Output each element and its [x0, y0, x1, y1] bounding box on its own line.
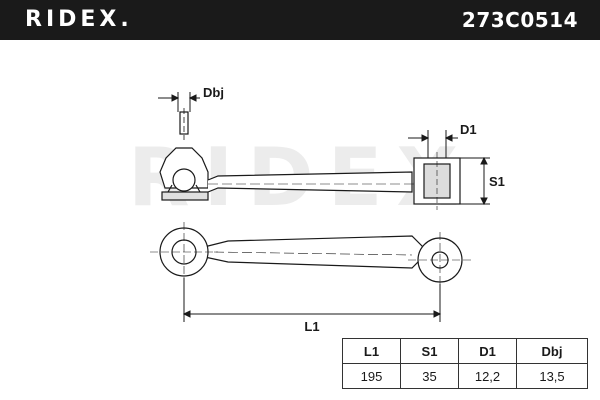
d1-value: 12,2 [458, 363, 517, 389]
dbj-value: 13,5 [516, 363, 588, 389]
l1-value: 195 [342, 363, 401, 389]
specs-value-row: 195 35 12,2 13,5 [342, 363, 588, 389]
top-view [150, 222, 472, 290]
side-arm [207, 171, 413, 193]
side-view [159, 108, 461, 210]
part-number: 273C0514 [461, 8, 578, 32]
s1-value: 35 [400, 363, 459, 389]
technical-drawing: RIDEX Dbj D1 [128, 85, 505, 334]
col-l1-header: L1 [342, 338, 401, 364]
header-bar: RIDEX. 273C0514 [0, 0, 600, 40]
ball [172, 168, 196, 192]
brand-logo: RIDEX. [25, 7, 133, 32]
s1-dimension [460, 156, 490, 206]
l1-dimension [182, 278, 442, 322]
d1-label: D1 [460, 122, 477, 137]
dbj-dimension [158, 92, 200, 112]
d1-dimension [408, 130, 458, 158]
l1-label: L1 [304, 319, 319, 334]
top-arm [199, 235, 429, 269]
col-s1-header: S1 [400, 338, 459, 364]
s1-label: S1 [489, 174, 505, 189]
col-dbj-header: Dbj [516, 338, 588, 364]
dbj-label: Dbj [203, 85, 224, 100]
specs-table: L1 S1 D1 Dbj 195 35 12,2 13,5 [342, 338, 588, 389]
specs-header-row: L1 S1 D1 Dbj [342, 338, 588, 364]
col-d1-header: D1 [458, 338, 517, 364]
